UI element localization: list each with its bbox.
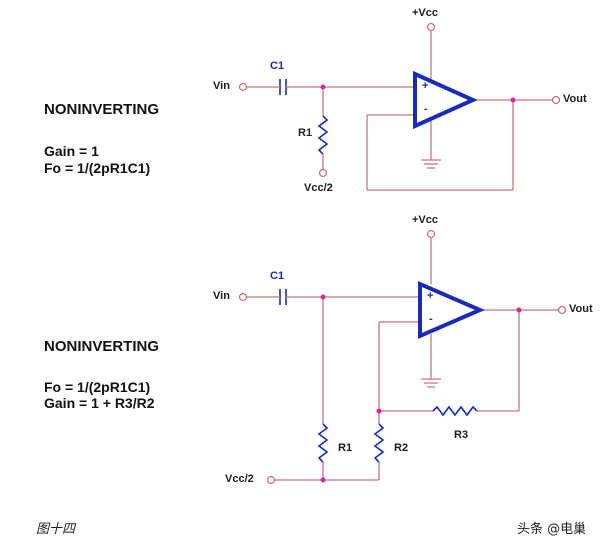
top-vout-label: Vout — [563, 93, 587, 105]
top-c1-capacitor — [279, 79, 287, 95]
bottom-r2-resistor — [373, 423, 385, 463]
top-vcc-label: +Vcc — [412, 7, 438, 19]
bottom-ground-symbol — [421, 378, 441, 388]
top-vcc2-terminal — [318, 168, 328, 178]
top-minus-sign: - — [424, 103, 428, 115]
bottom-title: NONINVERTING — [44, 338, 160, 355]
bottom-vin-label: Vin — [213, 290, 230, 302]
bottom-circuit — [238, 229, 567, 485]
bottom-fo: Fo = 1/(2pR1C1) — [44, 379, 151, 395]
top-vcc2-label: Vcc/2 — [304, 182, 333, 194]
figure-caption: 图十四 — [36, 522, 76, 537]
top-c1-label: C1 — [270, 60, 285, 72]
bottom-node-r1-vcc2 — [320, 477, 326, 483]
top-fo: Fo = 1/(2pR1C1) — [44, 160, 151, 176]
bottom-vcc2-terminal — [266, 475, 276, 485]
bottom-minus-sign: - — [429, 313, 433, 325]
bottom-node-c1 — [320, 294, 326, 300]
top-node-c1 — [320, 84, 326, 90]
top-gain: Gain = 1 — [44, 143, 99, 159]
top-node-out — [510, 97, 516, 103]
top-ground-symbol — [421, 159, 441, 169]
top-vcc-terminal — [426, 22, 436, 32]
bottom-plus-sign: + — [427, 290, 434, 302]
watermark: 头条 @电巢 — [517, 522, 587, 537]
top-vin-label: Vin — [213, 80, 230, 92]
bottom-r3-label: R3 — [454, 429, 469, 441]
bottom-c1-label: C1 — [270, 270, 285, 282]
top-plus-sign: + — [422, 80, 429, 92]
top-r1-label: R1 — [298, 127, 313, 139]
bottom-vcc-terminal — [426, 229, 436, 239]
bottom-vout-label: Vout — [569, 303, 593, 315]
bottom-vcc2-label: Vcc/2 — [225, 473, 254, 485]
bottom-opamp — [418, 280, 486, 340]
bottom-vin-terminal — [238, 292, 248, 302]
top-circuit — [238, 22, 561, 191]
top-vin-terminal — [238, 82, 248, 92]
bottom-c1-capacitor — [279, 289, 287, 305]
bottom-r2-label: R2 — [394, 442, 409, 454]
top-vout-terminal — [551, 95, 561, 105]
bottom-vcc-label: +Vcc — [412, 214, 438, 226]
top-r1-resistor — [317, 115, 329, 155]
top-opamp — [413, 70, 478, 130]
bottom-r3-resistor — [432, 405, 478, 417]
bottom-r1-resistor — [317, 423, 329, 463]
bottom-r1-label: R1 — [338, 442, 353, 454]
bottom-node-out — [516, 307, 522, 313]
top-title: NONINVERTING — [44, 101, 160, 118]
bottom-node-r2-r3 — [376, 408, 382, 414]
bottom-vout-terminal — [557, 305, 567, 315]
bottom-gain: Gain = 1 + R3/R2 — [44, 395, 155, 411]
